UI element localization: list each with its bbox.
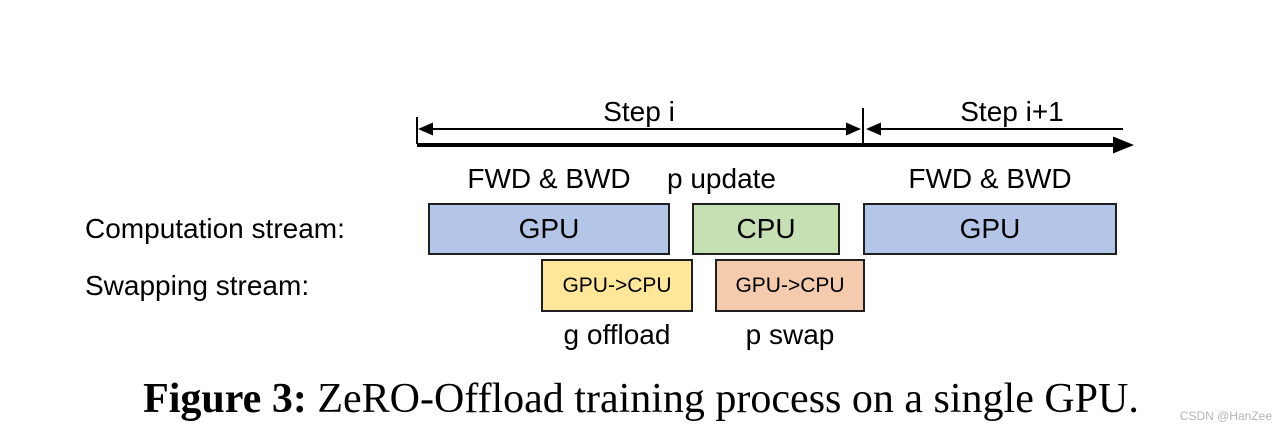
swap-box-param-swap-label: GPU->CPU (735, 273, 845, 297)
figure-caption-text: ZeRO-Offload training process on a singl… (306, 376, 1139, 422)
step-i-arrowhead-left (418, 122, 433, 136)
step-i-label: Step i (603, 96, 675, 127)
phase-label-fwd-bwd-1: FWD & BWD (467, 163, 631, 194)
p-swap-label: p swap (745, 319, 835, 350)
step-i-plus-1-label: Step i+1 (960, 96, 1064, 127)
g-offload-label: g offload (563, 319, 671, 350)
computation-box-gpu-step-i-label: GPU (518, 213, 580, 244)
computation-stream-row-label: Computation stream: (85, 213, 345, 244)
figure-caption: Figure 3: ZeRO-Offload training process … (0, 376, 1282, 422)
step-i-plus-1-arrowhead-left (866, 122, 881, 136)
computation-box-gpu-step-i-plus-1: GPU (863, 203, 1117, 255)
watermark-text: CSDN @HanZee (1179, 409, 1272, 423)
computation-box-gpu-step-i-plus-1-label: GPU (959, 213, 1021, 244)
computation-box-cpu-update: CPU (692, 203, 840, 255)
computation-box-gpu-step-i: GPU (428, 203, 670, 255)
time-axis-arrowhead (1113, 136, 1134, 154)
swap-box-gradient-offload-label: GPU->CPU (562, 273, 672, 297)
figure-caption-number: Figure 3: (143, 376, 307, 422)
phase-label-fwd-bwd-2: FWD & BWD (908, 163, 1072, 194)
swap-box-gradient-offload: GPU->CPU (541, 259, 693, 312)
timeline-arrows (416, 108, 1134, 154)
phase-label-p-update: p update (667, 163, 776, 194)
computation-box-cpu-update-label: CPU (736, 213, 796, 244)
swapping-stream-row-label: Swapping stream: (85, 270, 310, 301)
swap-box-param-swap: GPU->CPU (715, 259, 865, 312)
step-i-arrowhead-right (846, 122, 861, 136)
